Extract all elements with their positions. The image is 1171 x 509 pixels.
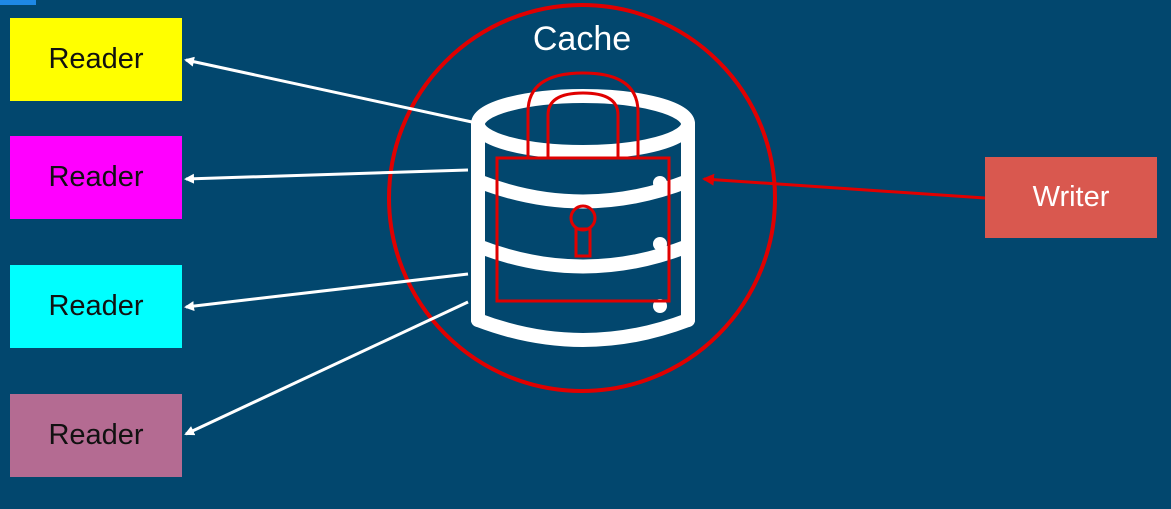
- database-icon: [471, 89, 695, 347]
- lock-icon: [495, 71, 671, 303]
- arrow-to-reader-1: [184, 56, 473, 124]
- reader-label: Reader: [48, 290, 144, 322]
- reader-label: Reader: [48, 43, 144, 75]
- reader-box-2: Reader: [10, 136, 182, 219]
- writer-box: Writer: [985, 157, 1157, 238]
- reader-box-4: Reader: [10, 394, 182, 477]
- arrow-to-reader-3: [184, 272, 469, 312]
- reader-label: Reader: [48, 161, 144, 193]
- arrow-to-reader-4: [184, 300, 469, 436]
- keyhole-icon: [569, 204, 597, 258]
- cache-ring: [387, 3, 777, 393]
- reader-label: Reader: [48, 419, 144, 451]
- writer-label: Writer: [1032, 181, 1110, 213]
- reader-box-3: Reader: [10, 265, 182, 348]
- arrow-from-writer: [702, 173, 986, 200]
- corner-tab: [0, 0, 36, 5]
- reader-box-1: Reader: [10, 18, 182, 101]
- cache-label: Cache: [532, 20, 632, 58]
- arrow-to-reader-2: [184, 168, 469, 184]
